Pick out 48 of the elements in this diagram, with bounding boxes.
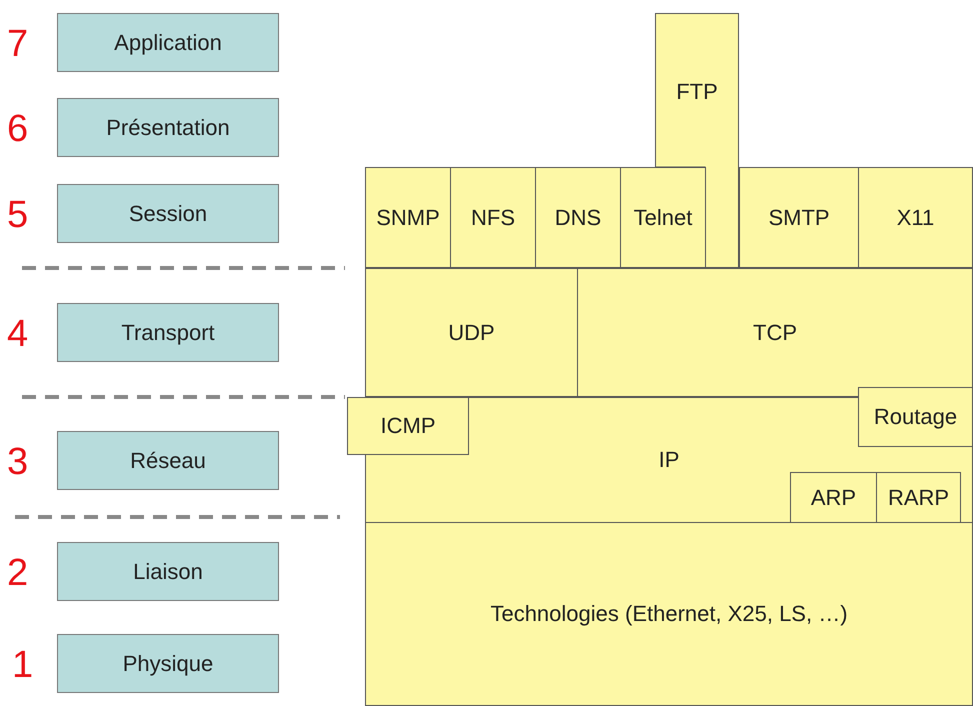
protocol-name: FTP bbox=[676, 79, 718, 105]
layer-number: 5 bbox=[7, 196, 28, 234]
protocol-name: Routage bbox=[874, 404, 958, 430]
layer-box bbox=[57, 184, 279, 243]
layer-number: 1 bbox=[12, 646, 34, 684]
protocol-box bbox=[790, 472, 877, 523]
protocol-name: X11 bbox=[896, 204, 934, 230]
protocol-box bbox=[858, 387, 973, 447]
layer-name: Physique bbox=[122, 650, 214, 676]
protocol-name: NFS bbox=[471, 204, 515, 230]
protocol-box bbox=[535, 167, 621, 268]
layer-name: Liaison bbox=[133, 558, 203, 584]
layer-number: 4 bbox=[7, 315, 28, 353]
layer-box bbox=[57, 98, 279, 157]
layer-name: Réseau bbox=[130, 448, 206, 474]
layer-number: 2 bbox=[7, 554, 28, 592]
layer-number: 6 bbox=[7, 110, 28, 148]
protocol-name: UDP bbox=[448, 320, 495, 346]
protocol-box bbox=[365, 522, 973, 706]
protocol-name: DNS bbox=[554, 204, 602, 230]
protocol-name: TCP bbox=[753, 320, 797, 346]
protocol-box bbox=[620, 167, 706, 268]
protocol-name: IP bbox=[658, 447, 680, 473]
protocol-name: RARP bbox=[888, 484, 950, 510]
protocol-name: ARP bbox=[810, 484, 856, 510]
layer-box bbox=[57, 431, 279, 490]
protocol-box bbox=[858, 167, 973, 268]
protocol-box bbox=[876, 472, 961, 523]
layer-name: Session bbox=[128, 200, 208, 226]
layer-number: 3 bbox=[7, 443, 28, 481]
layer-box bbox=[57, 542, 279, 601]
protocol-name: ICMP bbox=[380, 413, 436, 439]
protocol-name: SMTP bbox=[768, 204, 830, 230]
layer-box bbox=[57, 634, 279, 693]
layer-name: Présentation bbox=[106, 114, 230, 140]
protocol-box bbox=[450, 167, 536, 268]
protocol-box bbox=[365, 167, 451, 268]
protocol-box bbox=[347, 397, 469, 455]
protocol-box bbox=[365, 268, 578, 397]
protocol-name: Telnet bbox=[634, 204, 692, 230]
layer-name: Application bbox=[114, 30, 222, 56]
layer-box bbox=[57, 13, 279, 72]
protocol-name: SNMP bbox=[376, 204, 440, 230]
protocol-box bbox=[739, 167, 859, 268]
protocol-name: Technologies (Ethernet, X25, LS, …) bbox=[490, 601, 848, 627]
layer-name: Transport bbox=[121, 320, 215, 346]
layer-number: 7 bbox=[7, 25, 28, 63]
layer-box bbox=[57, 303, 279, 362]
